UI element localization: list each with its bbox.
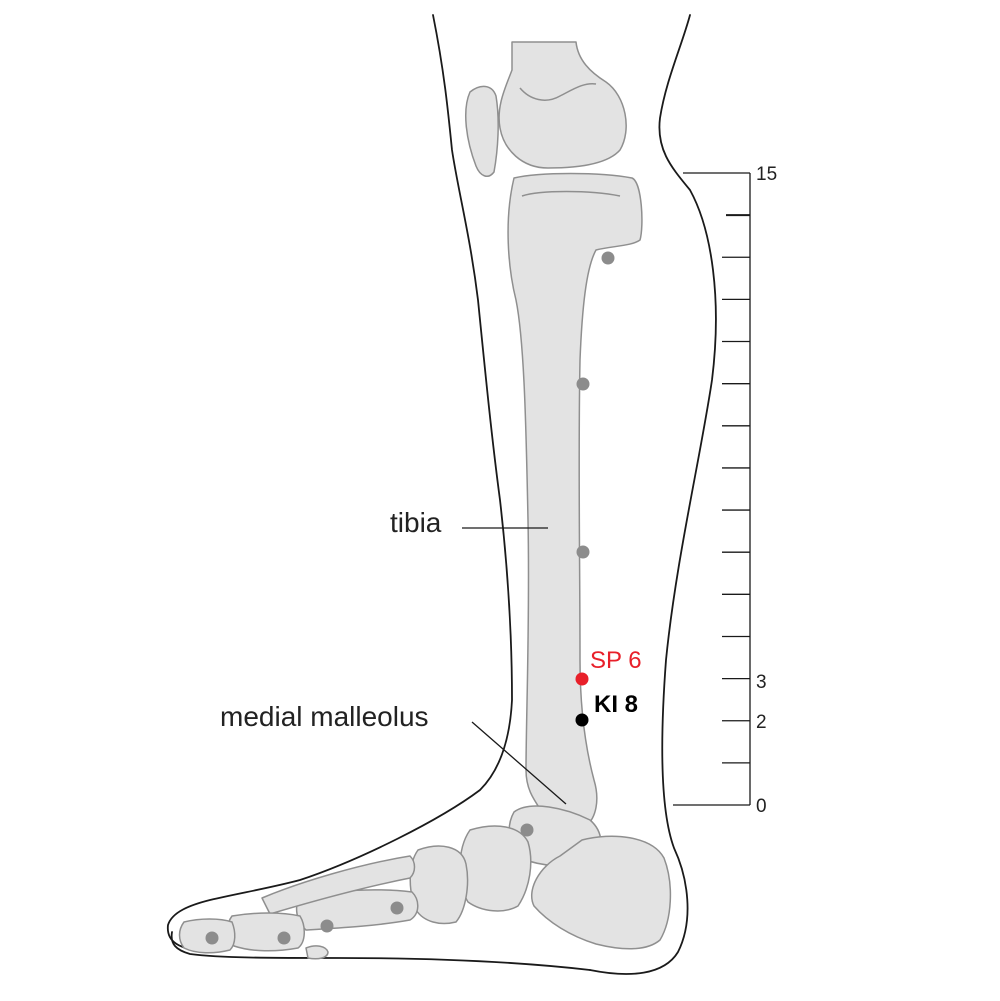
acupoint-sp6-dot: [575, 672, 589, 686]
scale-label-0: 0: [756, 796, 767, 817]
reference-points: [205, 251, 615, 945]
tibia-label: tibia: [390, 507, 442, 538]
medial-malleolus-label: medial malleolus: [220, 701, 429, 732]
reference-point: [601, 251, 615, 265]
scale-label-2: 2: [756, 712, 767, 733]
scale-label-15: 15: [756, 164, 777, 185]
tibia-bone: [507, 172, 643, 831]
acupoint-sp6-label: SP 6: [590, 647, 642, 674]
reference-point: [320, 919, 334, 933]
acupoint-ki8-dot: [575, 713, 589, 727]
leg-outline-front: [167, 14, 513, 951]
femur-condyle: [498, 41, 627, 169]
medial-malleolus-leader-line: [471, 721, 567, 805]
reference-point: [576, 377, 590, 391]
leg-outline-sole: [170, 931, 591, 971]
scale-label-3: 3: [756, 672, 767, 693]
sesamoid: [305, 945, 329, 960]
patella: [465, 85, 499, 177]
femur-condyle-line: [519, 82, 597, 101]
reference-point: [205, 931, 219, 945]
phalanx-proximal: [227, 912, 305, 952]
cuneiform: [409, 845, 469, 925]
skeleton: [178, 41, 672, 960]
leg-outline-back: [589, 14, 717, 975]
tibia-head-line: [521, 190, 621, 197]
measurement-scale: [673, 172, 751, 806]
reference-point: [576, 545, 590, 559]
reference-point: [277, 931, 291, 945]
leg-outline: [167, 14, 717, 975]
metatarsal-2: [261, 855, 416, 915]
acupoint-ki8-label: KI 8: [594, 691, 638, 718]
reference-point: [520, 823, 534, 837]
calcaneus: [531, 835, 672, 950]
reference-point: [390, 901, 404, 915]
navicular: [459, 825, 532, 912]
